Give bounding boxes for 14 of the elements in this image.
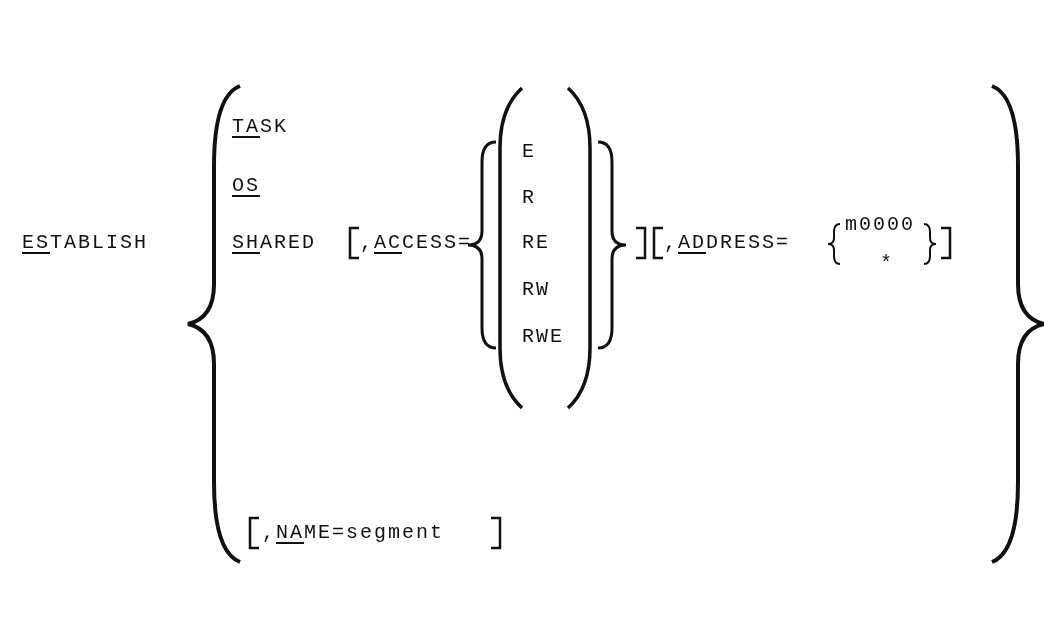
syntax-keyword: ,NAME=segment bbox=[262, 521, 445, 545]
syntax-keyword: RE bbox=[522, 231, 550, 255]
syntax-keyword: E bbox=[522, 140, 536, 164]
syntax-keyword: OS bbox=[232, 174, 260, 198]
syntax-keyword: RW bbox=[522, 278, 550, 302]
syntax-keyword: * bbox=[880, 252, 894, 276]
syntax-keyword: ,ADDRESS= bbox=[664, 231, 791, 255]
syntax-keyword: m0000 bbox=[845, 213, 915, 237]
syntax-keyword: TASK bbox=[232, 115, 289, 139]
syntax-keyword: R bbox=[522, 186, 536, 210]
syntax-keyword: SHARED bbox=[232, 231, 317, 255]
syntax-keyword: ,ACCESS= bbox=[360, 231, 473, 255]
syntax-keyword: ESTABLISH bbox=[22, 231, 149, 255]
syntax-keyword: RWE bbox=[522, 325, 564, 349]
